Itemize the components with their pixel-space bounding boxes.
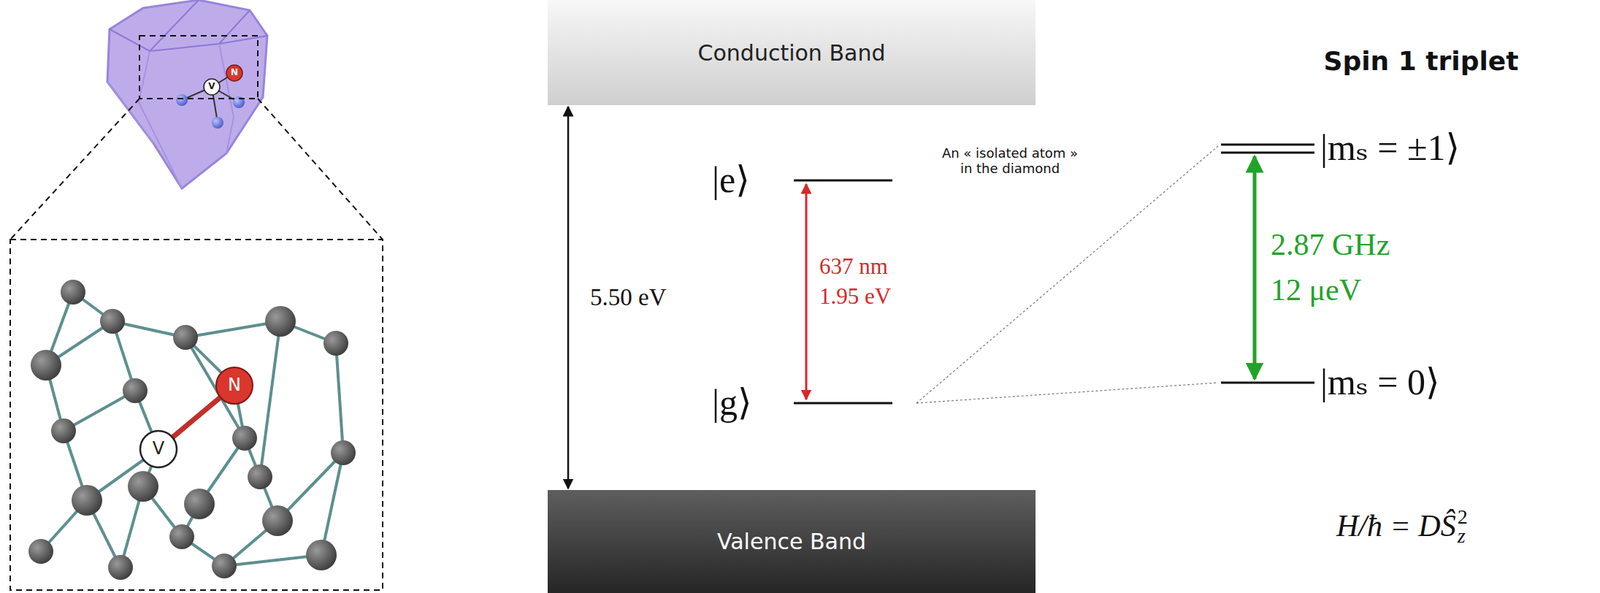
energy-levels <box>793 144 1315 404</box>
conduction-band: Conduction Band <box>547 0 1036 106</box>
carbon-atom <box>323 330 349 356</box>
lattice-bond <box>335 343 344 453</box>
valence-band: Valence Band <box>547 490 1036 593</box>
carbon-atom <box>169 524 195 550</box>
state-label: |mₛ = ±1⟩ <box>1320 127 1460 170</box>
carbon-atom <box>108 554 133 580</box>
atom-letter: N <box>230 67 239 79</box>
nitrogen-atom <box>216 367 253 404</box>
carbon-atom <box>211 553 237 579</box>
carbon-atom <box>30 349 62 381</box>
frequency-label: 2.87 GHz <box>1270 227 1390 263</box>
state-label: |mₛ = 0⟩ <box>1320 361 1440 404</box>
carbon-atom <box>262 505 293 537</box>
carbon-atom <box>60 279 86 305</box>
lattice-bond <box>259 321 281 477</box>
wavelength-label: 637 nm <box>819 253 888 280</box>
diamond-crystal <box>107 0 268 189</box>
carbon-atom <box>265 305 296 337</box>
zoom-lines <box>916 146 1219 404</box>
optical-transition-arrow <box>805 184 808 400</box>
section-heading: Spin 1 triplet <box>1323 46 1519 76</box>
note: An « isolated atom » in the diamond <box>935 146 1086 176</box>
carbon-atom <box>184 488 215 520</box>
carbon-atom <box>51 418 76 444</box>
energy-label: 12 μeV <box>1270 272 1362 308</box>
carbon-atom <box>71 484 103 516</box>
carbon-atom <box>173 324 198 350</box>
carbon-atom <box>305 539 337 571</box>
carbon-atom <box>28 538 54 564</box>
zoom-frame <box>10 35 383 591</box>
spin-transition-arrow <box>1253 156 1257 380</box>
gap-label: 5.50 eV <box>590 284 666 312</box>
carbon-atom <box>330 440 356 466</box>
state-label: |g⟩ <box>712 381 753 425</box>
hamiltonian: H/ħ = DŜ <box>1336 508 1457 544</box>
lattice-bond <box>185 337 245 439</box>
band-label: Conduction Band <box>698 40 886 66</box>
vacancy <box>140 430 177 468</box>
carbon-atom <box>122 378 148 404</box>
atom-letter: V <box>152 438 165 460</box>
carbon-atom <box>247 464 273 490</box>
atom-letter: N <box>227 375 241 396</box>
atom-letter: V <box>208 81 215 93</box>
energy-label: 1.95 eV <box>819 283 891 310</box>
gap-arrow <box>567 106 570 489</box>
carbon-atom <box>100 308 125 334</box>
carbon-atom <box>127 471 159 502</box>
subscript: z <box>1457 524 1466 548</box>
lattice-bond <box>321 452 344 555</box>
band-label: Valence Band <box>717 528 867 555</box>
state-label: |e⟩ <box>712 159 750 202</box>
carbon-atom <box>232 425 258 451</box>
diamond-lattice <box>28 279 356 580</box>
